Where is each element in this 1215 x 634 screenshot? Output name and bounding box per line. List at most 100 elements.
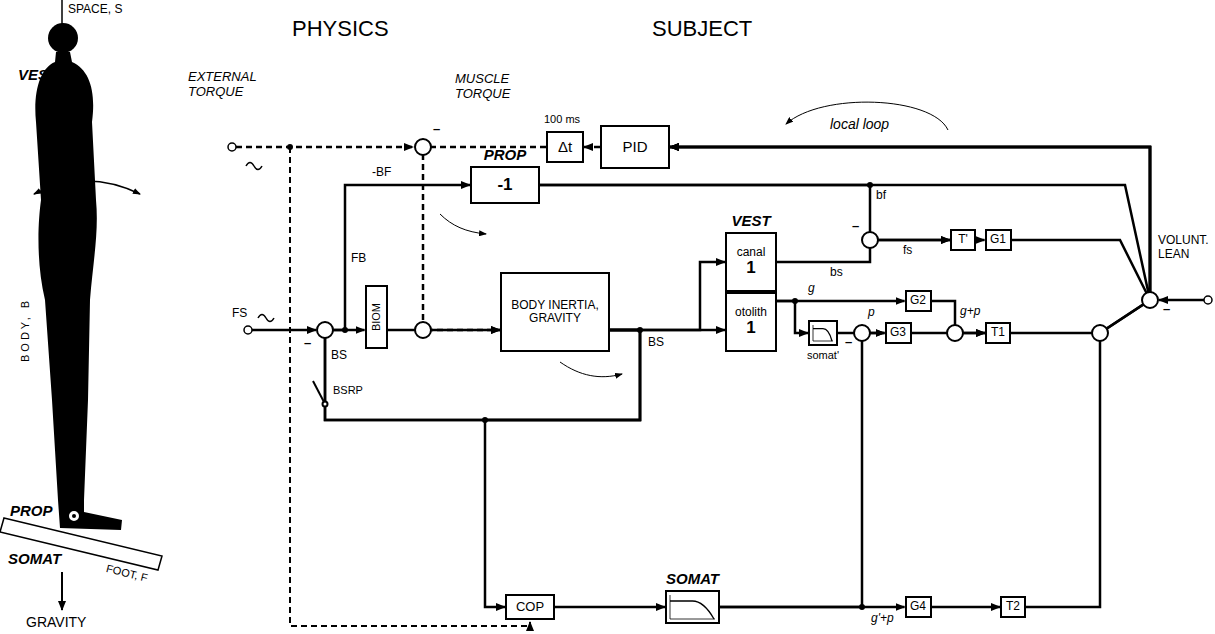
input-squiggle bbox=[246, 163, 262, 170]
signal-label: bs bbox=[830, 266, 843, 280]
sign-label: – bbox=[433, 122, 440, 137]
lowpass-axes bbox=[813, 325, 833, 341]
sense-label: PROP bbox=[10, 502, 53, 519]
switch-label: BSRP bbox=[333, 384, 363, 397]
box-heading: PROP bbox=[484, 147, 527, 164]
summing-junction bbox=[854, 325, 870, 341]
signal-connector bbox=[720, 333, 885, 607]
box-content: otolith1 bbox=[735, 306, 767, 338]
axis-label: FOOT, F bbox=[105, 562, 149, 584]
box-content: BIOM bbox=[370, 303, 382, 331]
summing-junction bbox=[415, 139, 431, 155]
box-content: T2 bbox=[1006, 600, 1020, 613]
input-terminal bbox=[228, 143, 236, 151]
summing-junction bbox=[862, 232, 878, 248]
controller-box: PID bbox=[600, 125, 670, 169]
somatosensory-box: SOMAT bbox=[665, 590, 720, 624]
sign-label: – bbox=[852, 219, 859, 234]
summing-junction bbox=[1092, 325, 1108, 341]
branch-dot bbox=[342, 327, 348, 333]
sense-label: SOMAT bbox=[8, 550, 61, 567]
gain-box: G2 bbox=[905, 290, 932, 312]
box-text: Δt bbox=[558, 139, 572, 156]
lowpass-axes bbox=[670, 595, 715, 619]
gain-box: G3 bbox=[885, 322, 912, 344]
flow-arrow bbox=[560, 362, 622, 377]
sway-arrow bbox=[34, 181, 140, 194]
box-text: -1 bbox=[497, 176, 512, 195]
lowpass-symbol bbox=[667, 592, 718, 622]
input-label: VOLUNT. LEAN bbox=[1158, 234, 1212, 262]
input-terminal bbox=[1204, 296, 1212, 304]
summing-junction bbox=[415, 322, 431, 338]
box-text: 1 bbox=[746, 259, 755, 278]
summing-junction bbox=[1142, 292, 1158, 308]
box-heading: VEST bbox=[731, 213, 770, 230]
box-text: G2 bbox=[910, 294, 926, 307]
lowpass-curve bbox=[813, 329, 832, 341]
box-text: BIOM bbox=[370, 303, 382, 331]
torque-wire bbox=[236, 146, 413, 149]
lowpass-box: somat' bbox=[808, 320, 838, 346]
gain-box: G1 bbox=[985, 229, 1012, 251]
box-content: T1 bbox=[991, 326, 1005, 339]
foot-plate bbox=[0, 518, 162, 570]
signal-wire bbox=[252, 329, 316, 332]
signal-connector bbox=[555, 606, 665, 609]
lowpass-symbol bbox=[810, 322, 836, 344]
gain-box: G4 bbox=[905, 596, 932, 618]
signal-connector bbox=[610, 262, 725, 330]
box-content: G1 bbox=[990, 233, 1006, 246]
loop-label: local loop bbox=[830, 116, 889, 132]
signal-label: bf bbox=[876, 189, 886, 203]
sign-label: – bbox=[1163, 302, 1170, 317]
input-label: EXTERNAL TORQUE bbox=[188, 70, 280, 100]
ankle-joint bbox=[68, 510, 80, 522]
signal-label: p bbox=[868, 306, 875, 320]
flow-arrow bbox=[440, 214, 486, 234]
signal-connector bbox=[485, 330, 640, 607]
box-content: BODY INERTIA, GRAVITY bbox=[505, 299, 605, 325]
box-content: T' bbox=[958, 233, 968, 246]
branch-dot bbox=[859, 604, 865, 610]
otolith-box: otolith1 bbox=[725, 292, 777, 352]
sign-label: – bbox=[304, 336, 311, 351]
canal-box: canal1VEST bbox=[725, 232, 777, 292]
section-heading: PHYSICS bbox=[292, 16, 389, 41]
signal-connector bbox=[976, 239, 985, 242]
box-text: COP bbox=[516, 600, 544, 614]
signal-connector bbox=[777, 301, 808, 333]
box-content: G4 bbox=[910, 600, 926, 613]
box-text: G4 bbox=[910, 600, 926, 613]
signal-connector bbox=[540, 147, 1150, 300]
summing-junction bbox=[947, 325, 963, 341]
delay-label: 100 ms bbox=[544, 113, 580, 126]
signal-label: FS bbox=[232, 307, 247, 321]
box-text: T' bbox=[958, 233, 968, 246]
signal-connector bbox=[720, 606, 905, 609]
delay-box: Δt bbox=[546, 131, 584, 163]
signal-connector bbox=[388, 329, 501, 332]
box-content: G3 bbox=[890, 326, 906, 339]
time-constant-box: T1 bbox=[985, 322, 1011, 344]
axis-label: BODY, B bbox=[19, 298, 32, 362]
box-text: G1 bbox=[990, 233, 1006, 246]
box-content: -1 bbox=[497, 176, 512, 195]
signal-label: -BF bbox=[372, 166, 391, 180]
box-text: G3 bbox=[890, 326, 906, 339]
signal-connector bbox=[584, 146, 600, 149]
ankle-joint bbox=[72, 514, 76, 518]
force-label: GRAVITY bbox=[26, 614, 86, 630]
branch-dot bbox=[287, 144, 293, 150]
signal-label: MUSCLE TORQUE bbox=[455, 72, 533, 102]
signal-label: g+p bbox=[960, 305, 980, 319]
signal-label: g'+p bbox=[871, 612, 894, 626]
switch-symbol bbox=[313, 381, 325, 404]
signal-connector bbox=[670, 147, 1150, 333]
box-content: Δt bbox=[558, 139, 572, 156]
box-text: otolith bbox=[735, 306, 767, 319]
signal-label: BS bbox=[648, 336, 664, 350]
signal-label: FB bbox=[351, 252, 366, 266]
signal-connector bbox=[932, 606, 1001, 609]
box-heading: SOMAT bbox=[666, 571, 719, 588]
